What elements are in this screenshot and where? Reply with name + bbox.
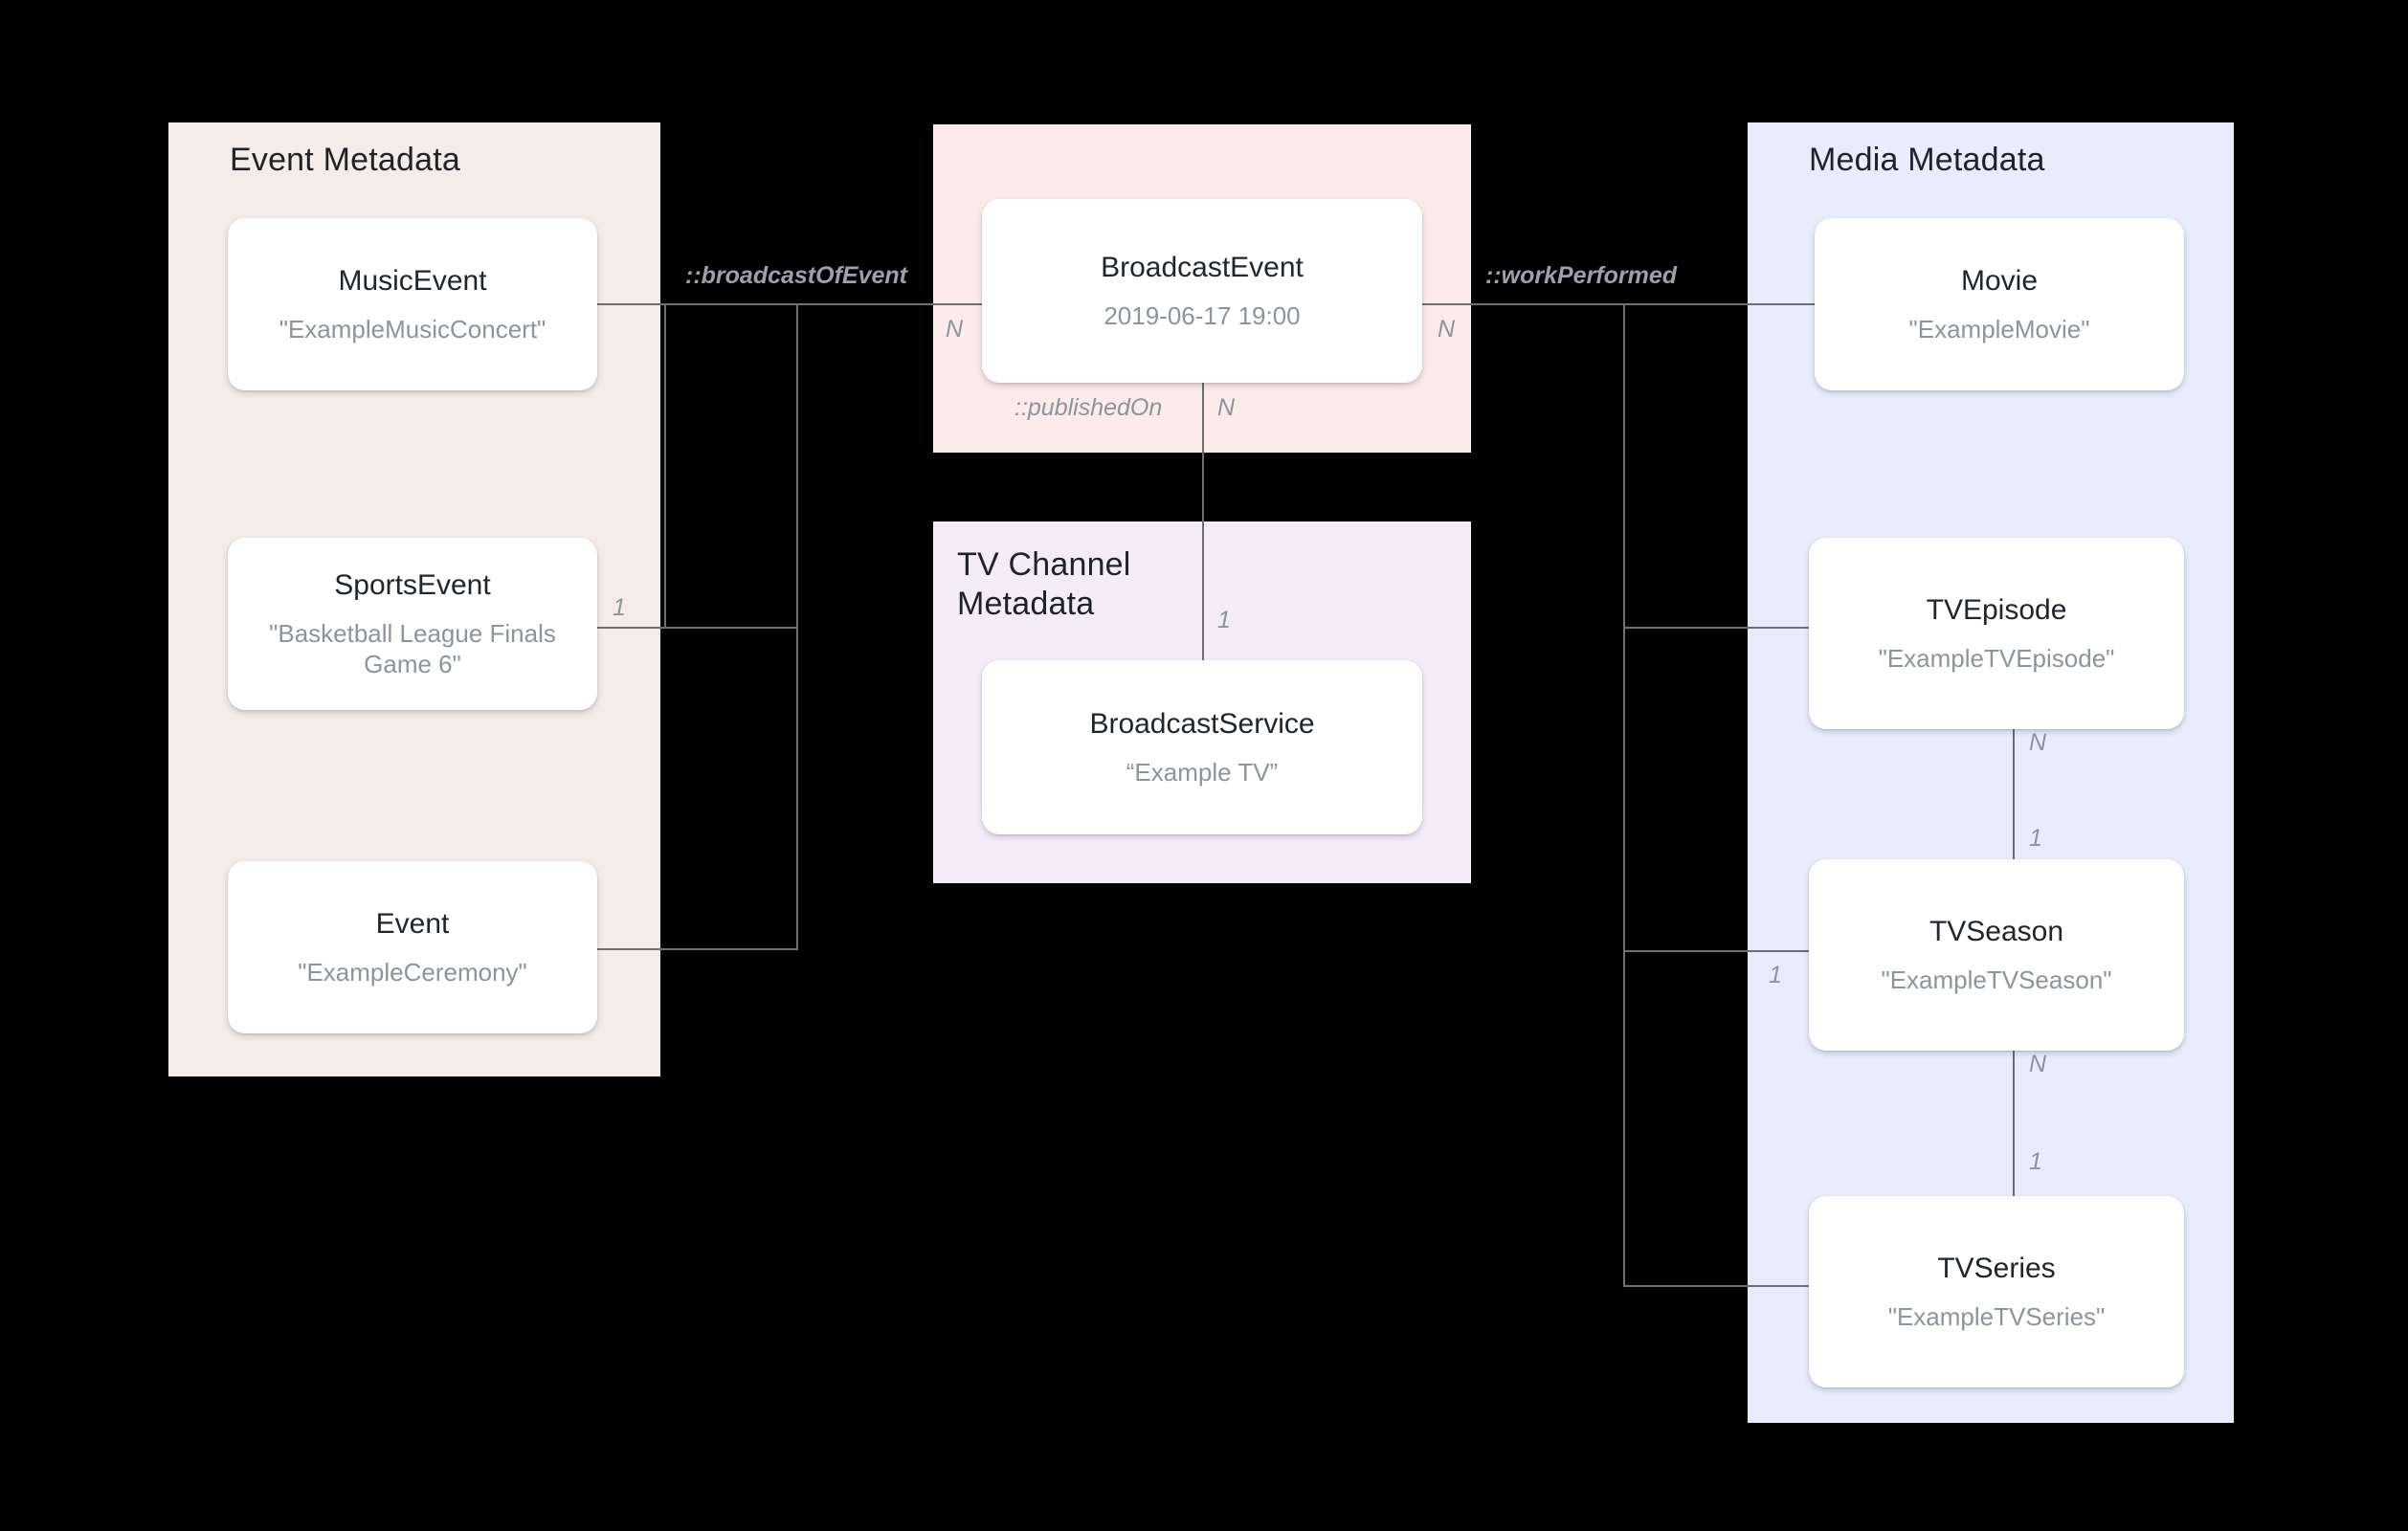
edge-music-event-stub bbox=[597, 303, 798, 305]
group-title-media-metadata: Media Metadata bbox=[1809, 142, 2045, 178]
cardinality-broadcast-event-bottom: N bbox=[1217, 394, 1236, 421]
entity-card-tv-series[interactable]: TVSeries "ExampleTVSeries" bbox=[1809, 1196, 2184, 1387]
entity-card-music-event[interactable]: MusicEvent "ExampleMusicConcert" bbox=[228, 218, 597, 390]
cardinality-tv-season-bottom: N bbox=[2029, 1051, 2047, 1077]
entity-type-music-event: MusicEvent bbox=[338, 264, 487, 297]
entity-card-event[interactable]: Event "ExampleCeremony" bbox=[228, 861, 597, 1033]
entity-card-broadcast-event[interactable]: BroadcastEvent 2019-06-17 19:00 bbox=[982, 199, 1422, 383]
entity-value-tv-episode: "ExampleTVEpisode" bbox=[1878, 643, 2115, 673]
entity-value-sports-event: "Basketball League Finals Game 6" bbox=[269, 618, 556, 679]
edge-media-bus-vertical bbox=[1623, 303, 1625, 1285]
group-title-tv-channel-metadata: TV Channel Metadata bbox=[957, 546, 1131, 623]
cardinality-broadcast-service-top: 1 bbox=[1217, 607, 1231, 633]
entity-card-broadcast-service[interactable]: BroadcastService “Example TV” bbox=[982, 660, 1422, 834]
edge-tv-episode-to-season bbox=[2013, 729, 2015, 899]
edge-event-bus-vertical bbox=[796, 303, 798, 950]
edge-event-stub bbox=[597, 948, 798, 950]
entity-card-tv-episode[interactable]: TVEpisode "ExampleTVEpisode" bbox=[1809, 538, 2184, 729]
entity-type-sports-event: SportsEvent bbox=[334, 568, 491, 601]
entity-value-tv-series: "ExampleTVSeries" bbox=[1887, 1301, 2106, 1331]
entity-value-tv-season: "ExampleTVSeason" bbox=[1881, 965, 2112, 994]
entity-type-movie: Movie bbox=[1960, 264, 2039, 297]
cardinality-tv-episode-bottom: N bbox=[2029, 729, 2047, 756]
cardinality-broadcast-event-right: N bbox=[1438, 316, 1456, 343]
cardinality-tv-season-top: 1 bbox=[2029, 825, 2042, 852]
entity-value-music-event: "ExampleMusicConcert" bbox=[279, 314, 546, 344]
cardinality-broadcast-event-left: N bbox=[946, 316, 964, 343]
entity-type-broadcast-service: BroadcastService bbox=[1089, 707, 1315, 740]
cardinality-tv-season-left: 1 bbox=[1769, 962, 1782, 988]
edge-work-performed-line bbox=[1422, 303, 1625, 305]
entity-value-event: "ExampleCeremony" bbox=[298, 957, 527, 987]
entity-card-sports-event[interactable]: SportsEvent "Basketball League Finals Ga… bbox=[228, 538, 597, 710]
relationship-label-published-on: ::publishedOn bbox=[1014, 394, 1163, 421]
edge-tv-season-to-series bbox=[2013, 1051, 2015, 1221]
edge-tv-episode-stub bbox=[1623, 627, 1815, 629]
group-title-event-metadata: Event Metadata bbox=[230, 142, 460, 178]
entity-value-broadcast-event: 2019-06-17 19:00 bbox=[1104, 300, 1301, 330]
cardinality-tv-series-top: 1 bbox=[2029, 1148, 2042, 1175]
cardinality-sports-event-side: 1 bbox=[613, 594, 626, 621]
entity-type-event: Event bbox=[375, 907, 450, 940]
entity-type-tv-series: TVSeries bbox=[1937, 1252, 2056, 1284]
relationship-label-work-performed: ::workPerformed bbox=[1485, 262, 1678, 289]
entity-value-movie: "ExampleMovie" bbox=[1908, 314, 2090, 344]
entity-type-tv-episode: TVEpisode bbox=[1926, 593, 2067, 626]
edge-tv-series-stub bbox=[1623, 1285, 1815, 1287]
relationship-label-broadcast-of-event: ::broadcastOfEvent bbox=[685, 262, 907, 289]
edge-movie-stub bbox=[1623, 303, 1815, 305]
edge-broadcast-of-event-line bbox=[796, 303, 982, 305]
entity-card-tv-season[interactable]: TVSeason "ExampleTVSeason" bbox=[1809, 859, 2184, 1051]
edge-tv-season-stub bbox=[1623, 950, 1815, 952]
edge-sports-event-stub bbox=[597, 627, 798, 629]
entity-card-movie[interactable]: Movie "ExampleMovie" bbox=[1815, 218, 2184, 390]
entity-type-tv-season: TVSeason bbox=[1929, 915, 2064, 947]
edge-published-on-line bbox=[1202, 383, 1204, 660]
entity-value-broadcast-service: “Example TV” bbox=[1126, 757, 1279, 787]
edge-event-inner-vertical bbox=[664, 303, 666, 629]
entity-type-broadcast-event: BroadcastEvent bbox=[1101, 251, 1304, 283]
